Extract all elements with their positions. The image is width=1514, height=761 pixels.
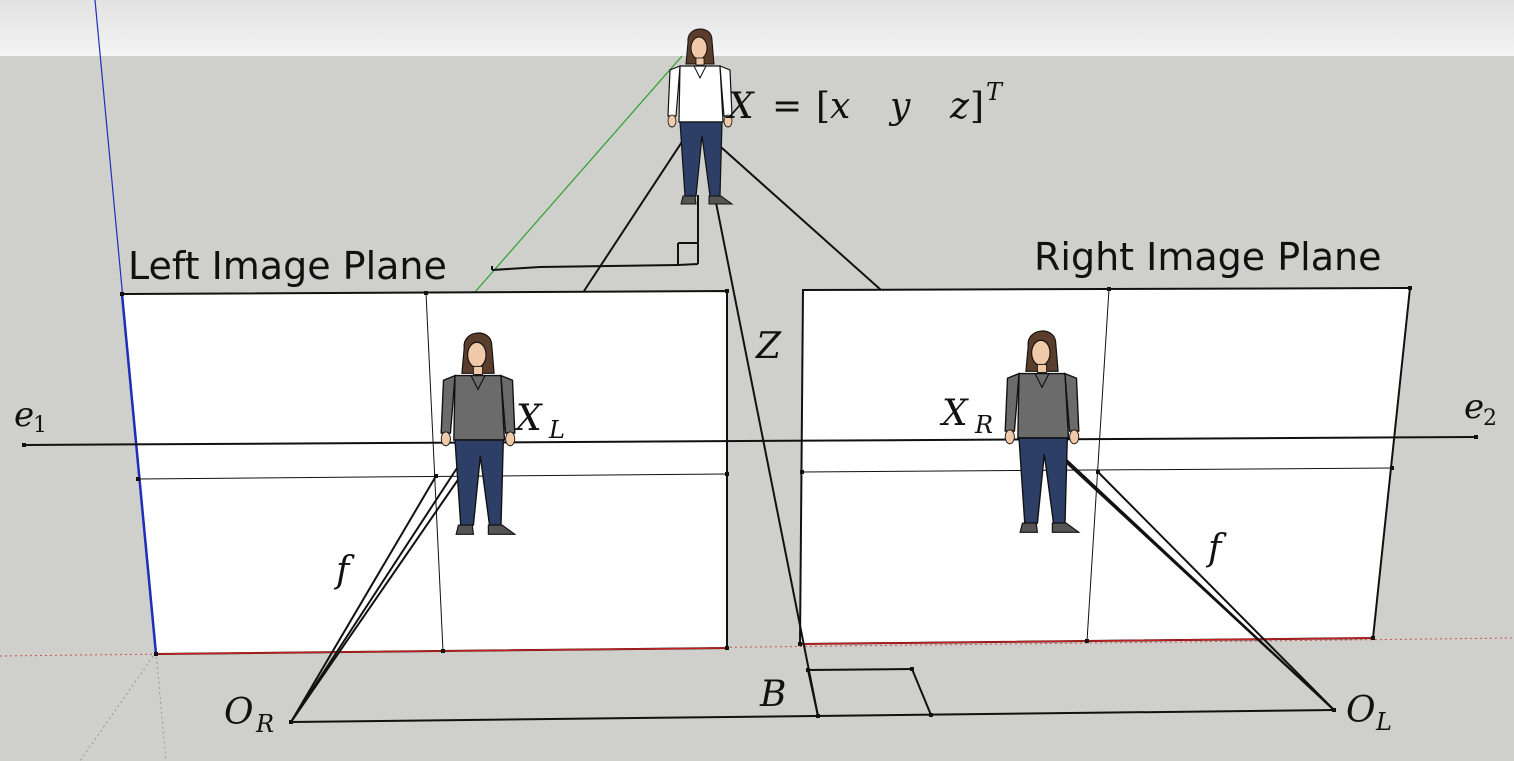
e2-label-sub: 2 [1483,406,1497,431]
OR-label-base: O [224,692,254,733]
point-label-eq: = [772,86,802,127]
point-label-z: z [949,86,970,127]
e1-label-base: e [14,395,34,435]
XR-label-base: X [939,393,969,434]
sky-band [0,0,1514,56]
XL-label-base: X [513,398,543,439]
point-label-close-bracket: ] [970,86,984,127]
OL-label-sub: L [1375,708,1392,736]
XR-label-sub: R [974,411,993,439]
dashed-guide-left [79,651,157,761]
e1-label-sub: 1 [33,413,47,438]
B-label: B [759,674,786,715]
point-label-lhs: X [725,86,755,127]
left-image-plane [120,289,728,656]
OR-label-sub: R [255,710,274,738]
dashed-guide-down [155,651,167,761]
right-image-plane [798,286,1412,646]
point-label-y: y [888,86,911,127]
point-label-open-bracket: [ [816,86,830,127]
right-plane-title: Right Image Plane [1034,235,1381,279]
point-label-x: x [830,86,850,127]
construction-lines [290,121,1335,723]
point-label-transpose: T [986,78,1004,106]
green-axis [474,55,683,293]
left-plane-title: Left Image Plane [128,244,447,288]
epipolar-line [23,436,1477,446]
Z-label: Z [755,326,782,367]
world-point-label: X = [ x y z ] T [725,78,1004,127]
red-axis-dashed [0,637,1514,657]
OL-label-base: O [1346,690,1376,731]
vertex-markers [22,286,1478,724]
world-point-person [667,28,734,205]
XL-label-sub: L [548,416,565,444]
e2-label-base: e [1464,387,1484,427]
